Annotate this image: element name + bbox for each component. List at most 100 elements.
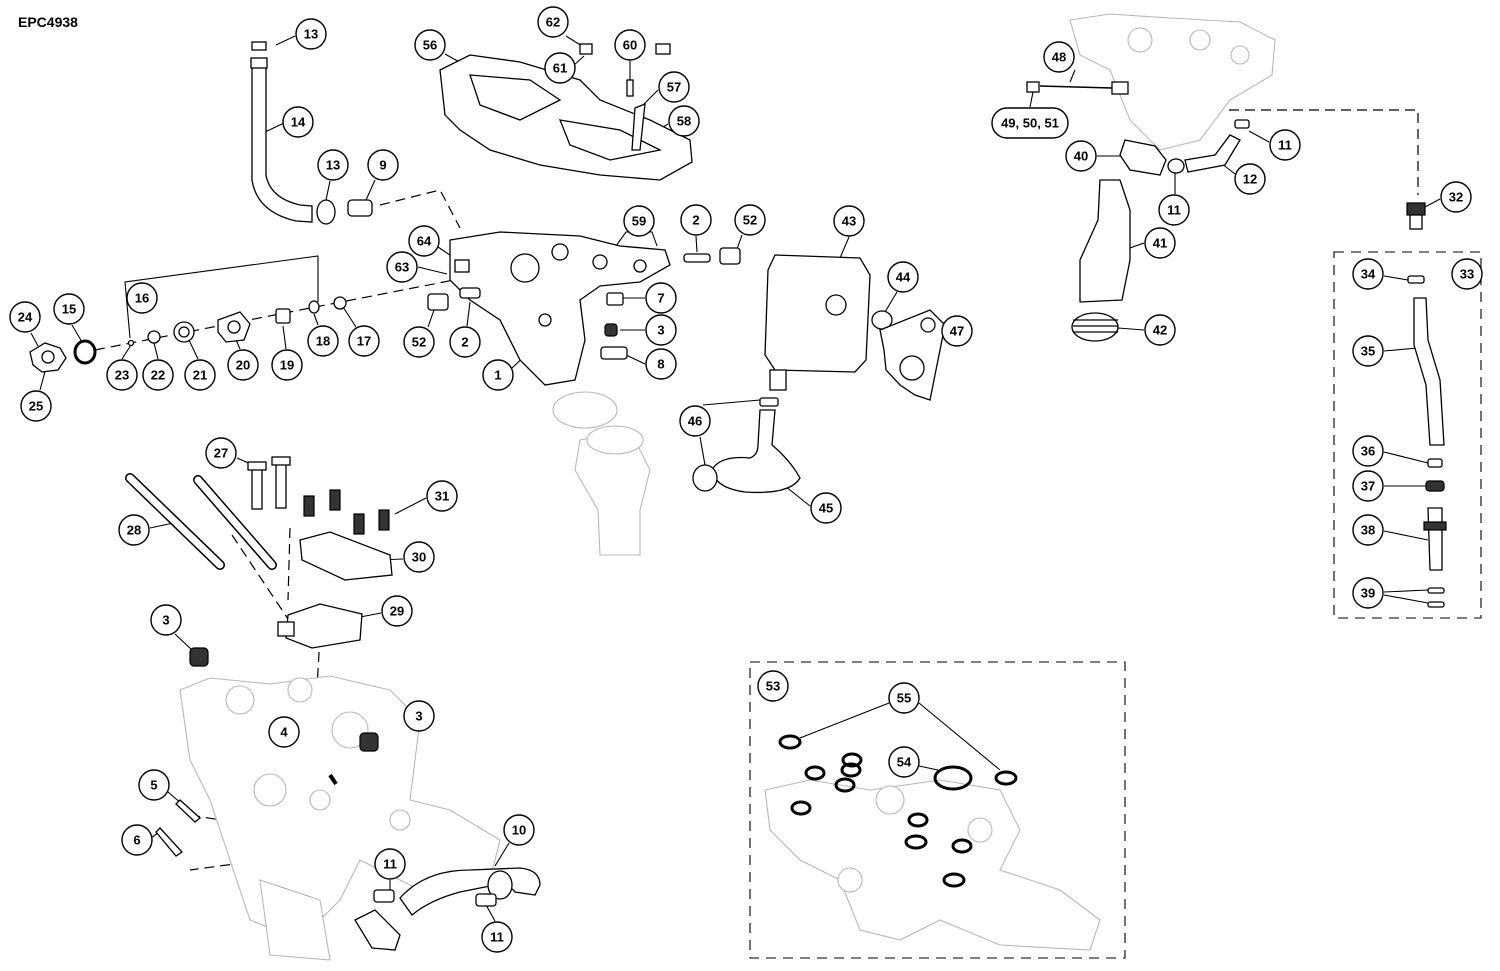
callout-bubble — [645, 314, 677, 346]
callout-label: 2 — [461, 335, 468, 350]
callout-61: 61 — [544, 52, 576, 84]
callout-bubble — [1269, 129, 1301, 161]
callout-label: 25 — [29, 399, 43, 414]
document-id: EPC4938 — [18, 14, 78, 30]
callout-11: 11 — [374, 848, 406, 880]
callout-55: 55 — [888, 682, 920, 714]
callout-label: 6 — [133, 833, 140, 848]
callout-2: 2 — [449, 326, 481, 358]
ghost-manifold-oring — [764, 779, 1101, 951]
callout-label: 56 — [423, 38, 437, 53]
callout-bubble — [317, 149, 349, 181]
callout-37: 37 — [1352, 470, 1384, 502]
callout-label: 37 — [1361, 479, 1375, 494]
callout-bubble — [20, 390, 52, 422]
callout-label: 7 — [657, 291, 664, 306]
callout-6: 6 — [121, 824, 153, 856]
ghost-manifold-lower — [179, 675, 501, 961]
callout-label: 52 — [743, 213, 757, 228]
callout-bubble — [833, 205, 865, 237]
callout-label: 44 — [896, 270, 911, 285]
callout-54: 54 — [888, 746, 920, 778]
callout-label: 29 — [390, 604, 404, 619]
callout-label: 14 — [291, 115, 306, 130]
callout-5: 5 — [138, 769, 170, 801]
callout-11: 11 — [1269, 129, 1301, 161]
callout-bubble — [888, 746, 920, 778]
callout-label: 23 — [115, 368, 129, 383]
callout-label: 11 — [1167, 203, 1181, 218]
callout-bubble — [679, 405, 711, 437]
callout-33: 33 — [1451, 258, 1483, 290]
callout-label: 45 — [819, 501, 833, 516]
callout-label: 47 — [950, 324, 964, 339]
callout-63: 63 — [386, 251, 418, 283]
callout-bubble — [887, 261, 919, 293]
callout-label: 18 — [316, 334, 330, 349]
callout-label: 13 — [326, 158, 340, 173]
callout-label: 22 — [151, 368, 165, 383]
callout-label: 5 — [150, 778, 157, 793]
callout-bubble — [680, 204, 712, 236]
callout-label: 31 — [435, 489, 449, 504]
callout-bubble — [408, 225, 440, 257]
callout-label: 12 — [1243, 172, 1257, 187]
callout-bubble — [295, 18, 327, 50]
callout-13: 13 — [295, 18, 327, 50]
callout-label: 1 — [494, 368, 501, 383]
callout-label: 13 — [304, 27, 318, 42]
callout-8: 8 — [645, 348, 677, 380]
callout-60: 60 — [614, 29, 646, 61]
callout-22: 22 — [142, 359, 174, 391]
ghost-manifold-right — [1069, 13, 1276, 151]
callout-36: 36 — [1352, 435, 1384, 467]
callout-bubble — [888, 682, 920, 714]
callout-bubble — [403, 326, 435, 358]
callout-bubble — [53, 293, 85, 325]
callout-bubble — [403, 700, 435, 732]
callout-label: 27 — [214, 446, 228, 461]
parts — [29, 41, 1447, 951]
callout-label: 9 — [379, 158, 386, 173]
callout-label: 4 — [280, 725, 288, 740]
callout-label: 40 — [1074, 149, 1088, 164]
callout-48: 48 — [1043, 41, 1075, 73]
callout-52: 52 — [403, 326, 435, 358]
callout-bubble — [106, 359, 138, 391]
callout-53: 53 — [757, 670, 789, 702]
callout-label: 60 — [623, 38, 637, 53]
callout-3: 3 — [150, 604, 182, 636]
callout-label: 11 — [490, 930, 504, 945]
callout-44: 44 — [887, 261, 919, 293]
callout-bubble — [1352, 335, 1384, 367]
callout-2: 2 — [680, 204, 712, 236]
callout-16: 16 — [126, 282, 158, 314]
callout-bubble — [1352, 435, 1384, 467]
callout-label: 34 — [1361, 267, 1376, 282]
callout-label: 19 — [280, 358, 294, 373]
callout-bubble — [268, 716, 300, 748]
callout-bubble — [614, 29, 646, 61]
callout-label: 36 — [1361, 444, 1375, 459]
callout-bubble — [503, 814, 535, 846]
callout-bubble — [810, 492, 842, 524]
callout-label: 42 — [1153, 323, 1167, 338]
callout-34: 34 — [1352, 258, 1384, 290]
callout-bubble — [544, 52, 576, 84]
callout-bubble — [658, 71, 690, 103]
callout-label: 32 — [1449, 190, 1463, 205]
callout-bubble — [227, 349, 259, 381]
callout-19: 19 — [271, 349, 303, 381]
callout-28: 28 — [118, 514, 150, 546]
callout-label: 52 — [412, 335, 426, 350]
callout-59: 59 — [623, 205, 655, 237]
callout-23: 23 — [106, 359, 138, 391]
callout-29: 29 — [381, 595, 413, 627]
callout-bubble — [126, 282, 158, 314]
callout-41: 41 — [1144, 227, 1176, 259]
callout-bubble — [1451, 258, 1483, 290]
callout-bubble — [271, 349, 303, 381]
callout-57: 57 — [658, 71, 690, 103]
callout-label: 10 — [512, 823, 526, 838]
